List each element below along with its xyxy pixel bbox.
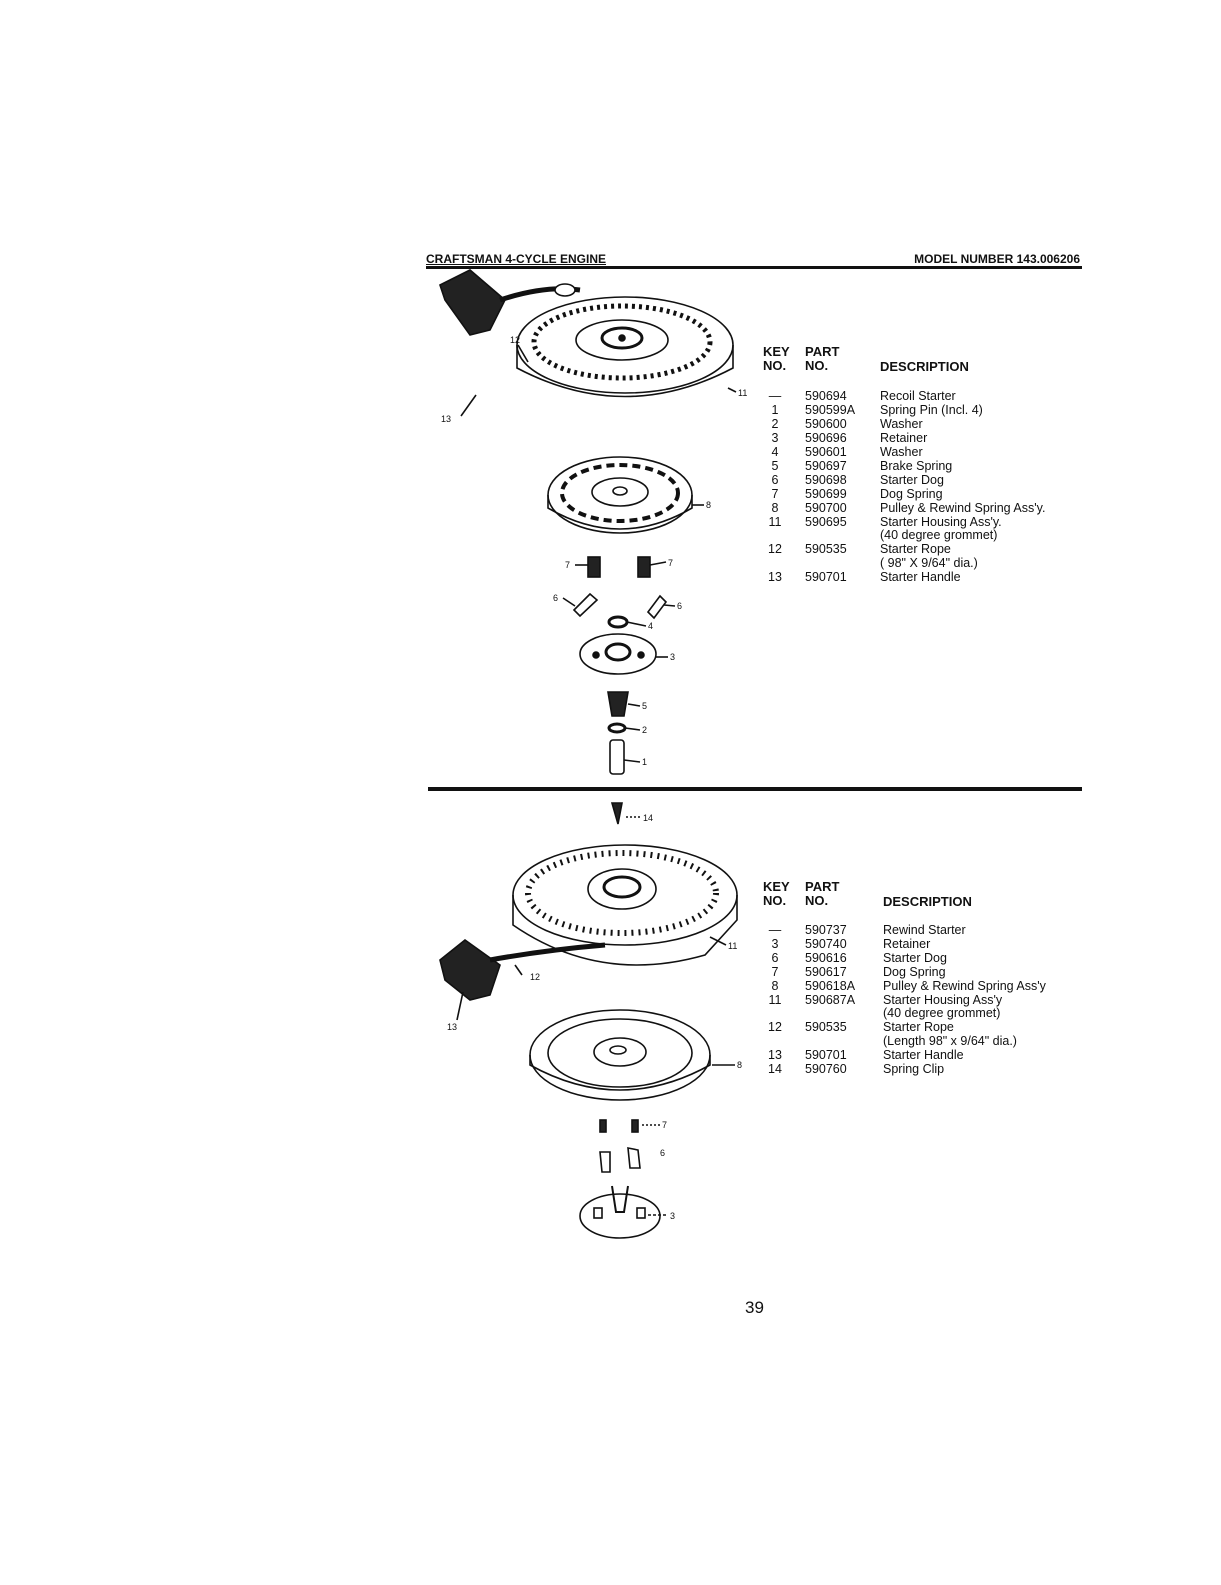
callout-7-left: 7 — [565, 560, 570, 570]
callout-12: 12 — [530, 972, 540, 982]
rewind-dog-spring-right — [631, 1119, 639, 1133]
table-row: (40 degree grommet) — [883, 1006, 1001, 1020]
header-model-number: MODEL NUMBER 143.006206 — [914, 252, 1080, 266]
callout-5: 5 — [642, 701, 647, 711]
retainer-illustration — [579, 633, 657, 675]
col-part-top: PART — [805, 344, 840, 359]
dog-spring-left — [587, 556, 601, 578]
callout-11: 11 — [738, 388, 747, 398]
starter-housing-illustration — [516, 296, 734, 398]
col-description: DESCRIPTION — [883, 894, 972, 909]
col-part-bottom: NO. — [805, 893, 829, 908]
callout-13: 13 — [447, 1022, 457, 1032]
table-row: (Length 98" x 9/64" dia.) — [883, 1034, 1017, 1048]
spring-clip — [610, 802, 623, 825]
col-key-top: KEY — [763, 879, 790, 894]
rewind-starter-dog-right — [627, 1147, 641, 1169]
col-part-top: PART — [805, 879, 840, 894]
page-number: 39 — [745, 1298, 764, 1317]
rewind-starter-dog-left — [599, 1151, 611, 1173]
table-row: (40 degree grommet) — [880, 528, 998, 542]
washer-4 — [607, 615, 629, 629]
callout-6: 6 — [660, 1148, 665, 1158]
col-part-bottom: NO. — [805, 358, 829, 373]
callout-7-right: 7 — [668, 558, 673, 568]
callout-6-left: 6 — [553, 593, 558, 603]
callout-6-right: 6 — [677, 601, 682, 611]
header-rule — [426, 266, 1082, 269]
callout-4: 4 — [648, 621, 653, 631]
rewind-dog-spring-left — [599, 1119, 607, 1133]
callout-3: 3 — [670, 652, 675, 662]
callout-8: 8 — [737, 1060, 742, 1070]
starter-dog-left — [572, 592, 599, 618]
callout-2: 2 — [642, 725, 647, 735]
callout-13: 13 — [441, 414, 451, 424]
table-row: ( 98" X 9/64" dia.) — [880, 556, 978, 570]
callout-1: 1 — [642, 757, 647, 767]
spring-pin — [609, 739, 625, 775]
col-key-bottom: NO. — [763, 893, 787, 908]
callout-7: 7 — [662, 1120, 667, 1130]
callout-12: 12 — [510, 335, 520, 345]
callout-14: 14 — [643, 813, 653, 823]
rewind-housing-illustration — [512, 844, 738, 966]
dog-spring-right — [637, 556, 651, 578]
header-title: CRAFTSMAN 4-CYCLE ENGINE — [426, 252, 607, 266]
starter-dog-right — [646, 594, 668, 620]
rewind-handle-illustration — [439, 938, 606, 1001]
starter-handle-illustration — [439, 269, 581, 336]
washer-2 — [607, 722, 627, 734]
col-description: DESCRIPTION — [880, 359, 969, 374]
callout-3: 3 — [670, 1211, 675, 1221]
callout-11: 11 — [728, 941, 737, 951]
callout-8: 8 — [706, 500, 711, 510]
col-key-bottom: NO. — [763, 358, 787, 373]
col-key-top: KEY — [763, 344, 790, 359]
rewind-pulley-illustration — [529, 1009, 711, 1101]
rewind-retainer-illustration — [579, 1185, 661, 1239]
brake-spring — [607, 691, 629, 717]
section-divider — [428, 787, 1082, 791]
pulley-illustration — [547, 456, 693, 534]
